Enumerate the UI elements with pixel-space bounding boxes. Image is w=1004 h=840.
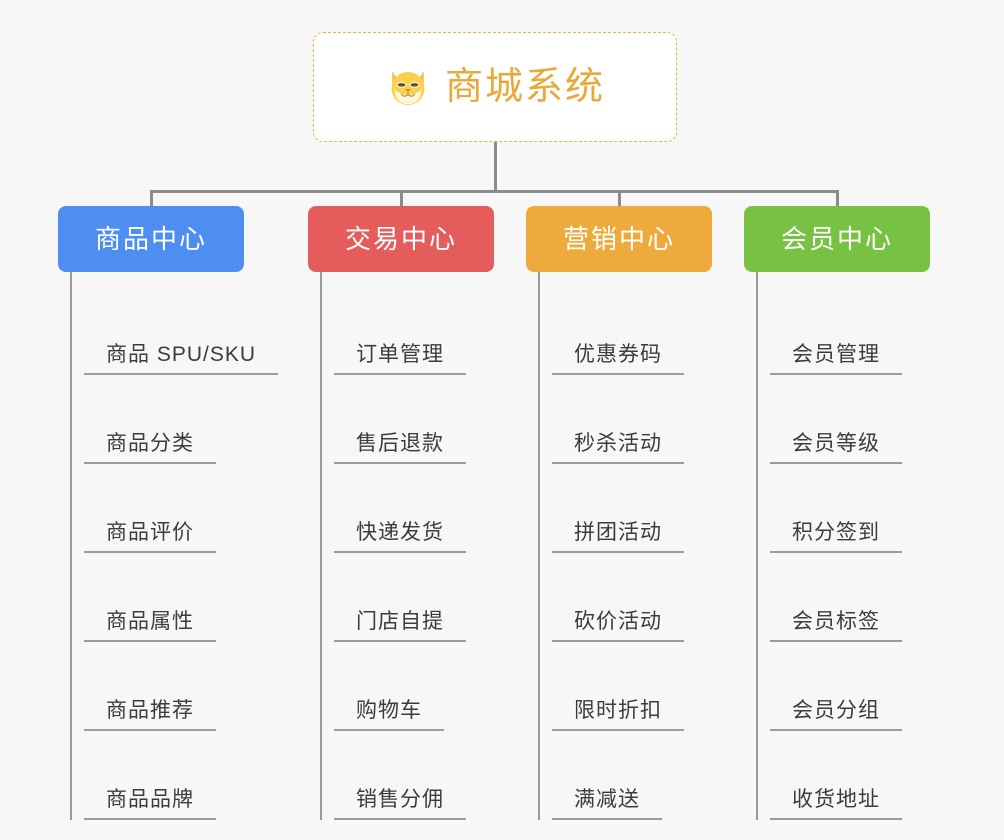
list-item[interactable]: 会员标签 [770, 553, 930, 642]
list-item[interactable]: 会员等级 [770, 375, 930, 464]
list-item[interactable]: 砍价活动 [552, 553, 712, 642]
list-item[interactable]: 商品推荐 [84, 642, 244, 731]
leaf-list-0: 商品 SPU/SKU 商品分类 商品评价 商品属性 商品推荐 商品品牌 [70, 272, 279, 820]
leaf-label: 商品属性 [84, 610, 216, 642]
list-item[interactable]: 商品 SPU/SKU [84, 286, 279, 375]
leaf-label: 门店自提 [334, 610, 466, 642]
leaf-label: 商品 SPU/SKU [84, 343, 279, 375]
category-box-1[interactable]: 交易中心 [308, 206, 494, 272]
leaf-label: 商品品牌 [84, 788, 216, 820]
category-title-0: 商品中心 [94, 224, 207, 254]
list-item[interactable]: 收货地址 [770, 731, 930, 820]
leaf-label: 优惠券码 [552, 343, 684, 375]
branch-product-center: 商品中心 商品 SPU/SKU 商品分类 商品评价 商品属性 商品推荐 商品品牌 [58, 206, 279, 820]
leaf-label: 商品推荐 [84, 699, 216, 731]
shiba-dog-icon [391, 71, 425, 105]
leaf-label: 商品分类 [84, 432, 216, 464]
leaf-list-1: 订单管理 售后退款 快递发货 门店自提 购物车 销售分佣 [320, 272, 494, 820]
leaf-list-2: 优惠券码 秒杀活动 拼团活动 砍价活动 限时折扣 满减送 [538, 272, 712, 820]
list-item[interactable]: 积分签到 [770, 464, 930, 553]
leaf-label: 限时折扣 [552, 699, 684, 731]
branch-member-center: 会员中心 会员管理 会员等级 积分签到 会员标签 会员分组 收货地址 [744, 206, 930, 820]
leaf-label: 快递发货 [334, 521, 466, 553]
list-item[interactable]: 商品品牌 [84, 731, 244, 820]
list-item[interactable]: 限时折扣 [552, 642, 712, 731]
root-title: 商城系统 [444, 66, 605, 108]
connector-drop-branch-2 [618, 190, 621, 206]
connector-drop-branch-0 [150, 190, 153, 206]
leaf-label: 收货地址 [770, 788, 902, 820]
category-title-3: 会员中心 [780, 224, 893, 254]
connector-drop-branch-1 [400, 190, 403, 206]
category-box-2[interactable]: 营销中心 [526, 206, 712, 272]
list-item[interactable]: 快递发货 [334, 464, 494, 553]
leaf-label: 会员等级 [770, 432, 902, 464]
leaf-label: 满减送 [552, 788, 662, 820]
list-item[interactable]: 订单管理 [334, 286, 494, 375]
list-item[interactable]: 秒杀活动 [552, 375, 712, 464]
leaf-label: 砍价活动 [552, 610, 684, 642]
leaf-label: 会员分组 [770, 699, 902, 731]
leaf-label: 积分签到 [770, 521, 902, 553]
root-node-shop-system[interactable]: 商城系统 [313, 32, 677, 142]
leaf-label: 销售分佣 [334, 788, 466, 820]
leaf-label: 会员标签 [770, 610, 902, 642]
leaf-label: 订单管理 [334, 343, 466, 375]
branch-marketing-center: 营销中心 优惠券码 秒杀活动 拼团活动 砍价活动 限时折扣 满减送 [526, 206, 712, 820]
list-item[interactable]: 拼团活动 [552, 464, 712, 553]
category-box-0[interactable]: 商品中心 [58, 206, 244, 272]
list-item[interactable]: 优惠券码 [552, 286, 712, 375]
leaf-label: 商品评价 [84, 521, 216, 553]
category-title-1: 交易中心 [344, 224, 457, 254]
list-item[interactable]: 会员分组 [770, 642, 930, 731]
connector-drop-branch-3 [836, 190, 839, 206]
category-title-2: 营销中心 [562, 224, 675, 254]
list-item[interactable]: 商品属性 [84, 553, 244, 642]
list-item[interactable]: 会员管理 [770, 286, 930, 375]
leaf-label: 会员管理 [770, 343, 902, 375]
connector-horizontal-bus [150, 190, 838, 193]
branch-trade-center: 交易中心 订单管理 售后退款 快递发货 门店自提 购物车 销售分佣 [308, 206, 494, 820]
leaf-label: 购物车 [334, 699, 444, 731]
category-box-3[interactable]: 会员中心 [744, 206, 930, 272]
list-item[interactable]: 售后退款 [334, 375, 494, 464]
list-item[interactable]: 销售分佣 [334, 731, 494, 820]
connector-root-stem [494, 142, 497, 192]
leaf-label: 秒杀活动 [552, 432, 684, 464]
leaf-label: 售后退款 [334, 432, 466, 464]
list-item[interactable]: 门店自提 [334, 553, 494, 642]
list-item[interactable]: 商品分类 [84, 375, 244, 464]
leaf-list-3: 会员管理 会员等级 积分签到 会员标签 会员分组 收货地址 [756, 272, 930, 820]
leaf-label: 拼团活动 [552, 521, 684, 553]
list-item[interactable]: 商品评价 [84, 464, 244, 553]
list-item[interactable]: 购物车 [334, 642, 494, 731]
list-item[interactable]: 满减送 [552, 731, 712, 820]
